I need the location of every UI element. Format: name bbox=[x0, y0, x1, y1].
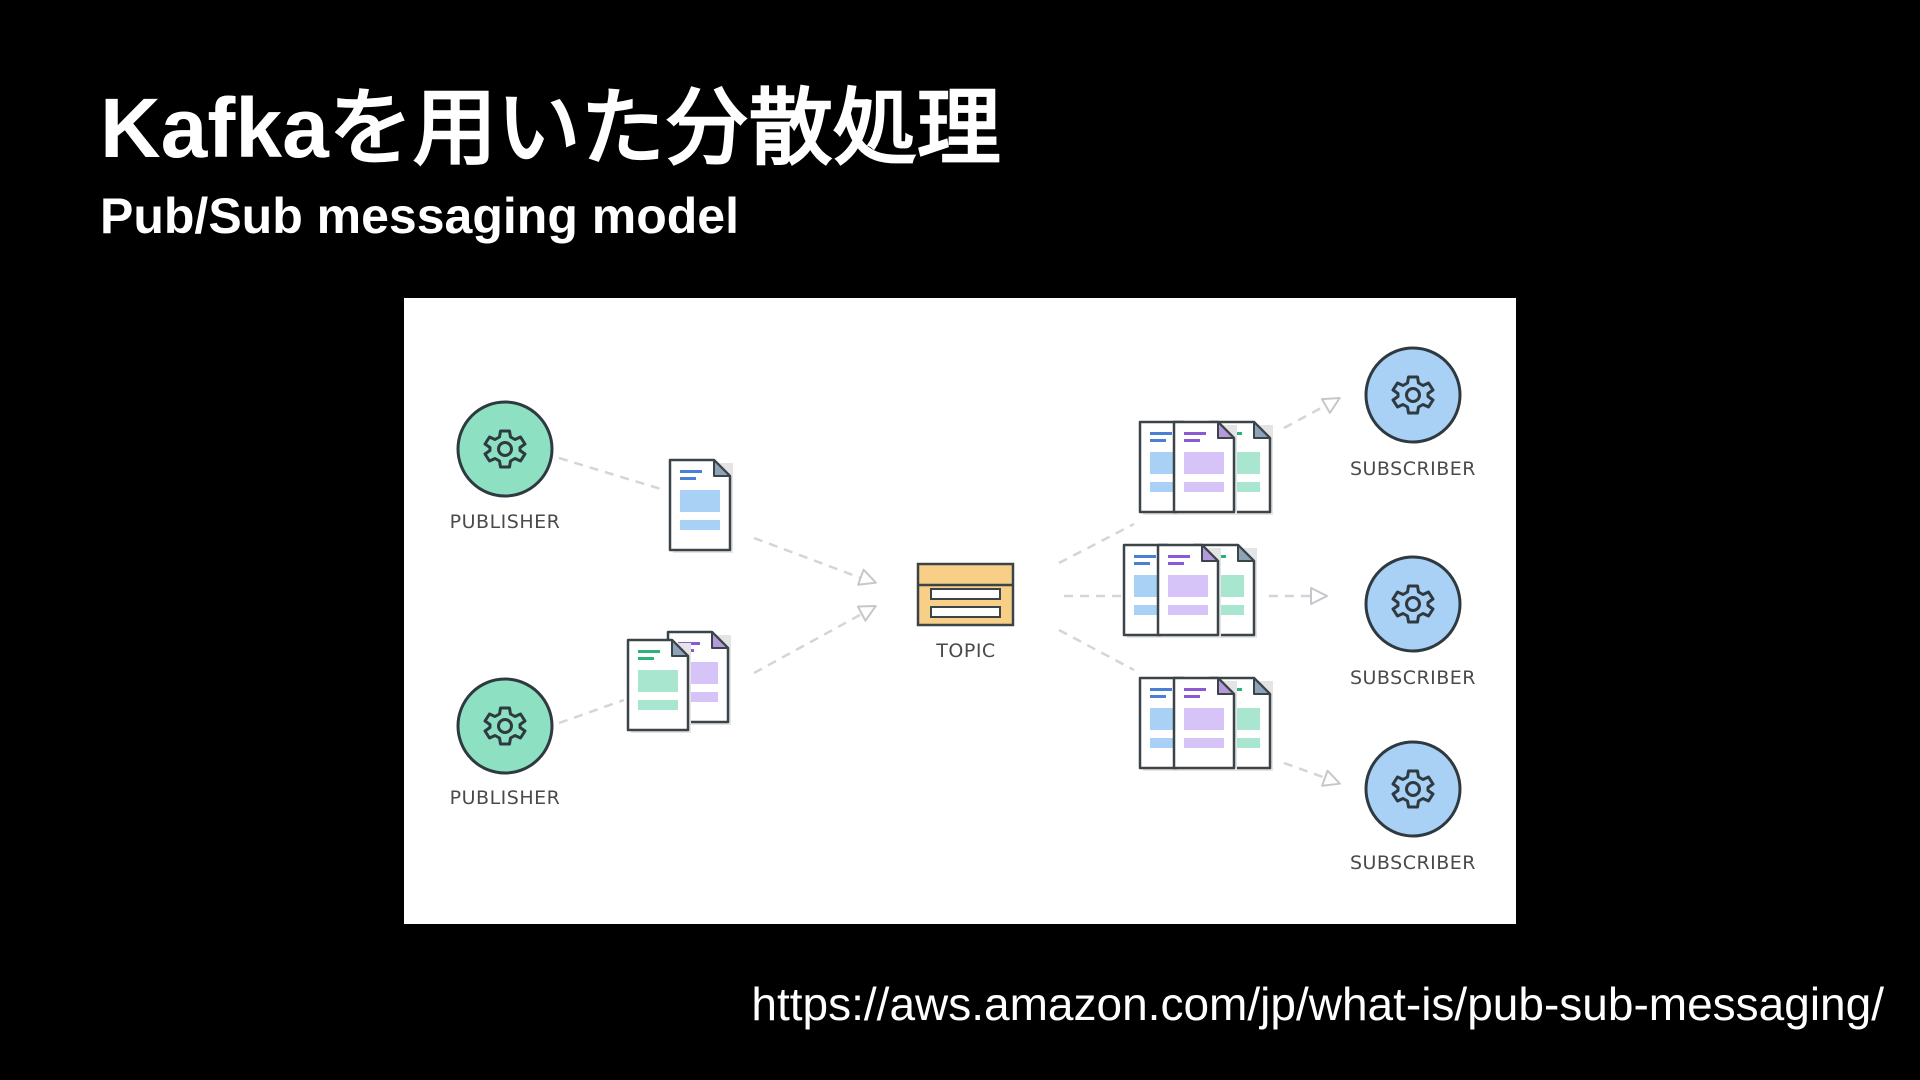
slide-subtitle: Pub/Sub messaging model bbox=[100, 188, 739, 244]
message-pair bbox=[626, 630, 733, 735]
subscriber-label: SUBSCRIBER bbox=[1350, 667, 1476, 689]
message-blue bbox=[668, 458, 735, 555]
subscriber-node-2: SUBSCRIBER bbox=[1350, 555, 1476, 689]
connector-lines bbox=[558, 399, 1335, 783]
publisher-node-1: PUBLISHER bbox=[450, 400, 561, 533]
subscriber-node-1: SUBSCRIBER bbox=[1350, 346, 1476, 480]
slide-title: Kafkaを用いた分散処理 bbox=[100, 81, 1001, 175]
message-stack-1 bbox=[1140, 422, 1273, 515]
message-stack-3 bbox=[1140, 678, 1273, 771]
message-stack-2 bbox=[1124, 545, 1257, 638]
subscriber-label: SUBSCRIBER bbox=[1350, 458, 1476, 480]
topic-node: TOPIC bbox=[916, 562, 1015, 662]
topic-label: TOPIC bbox=[935, 640, 995, 662]
subscriber-label: SUBSCRIBER bbox=[1350, 852, 1476, 874]
publisher-node-2: PUBLISHER bbox=[450, 677, 561, 809]
publisher-label: PUBLISHER bbox=[450, 511, 561, 533]
publisher-label: PUBLISHER bbox=[450, 787, 561, 809]
source-url: https://aws.amazon.com/jp/what-is/pub-su… bbox=[751, 978, 1884, 1030]
subscriber-node-3: SUBSCRIBER bbox=[1350, 740, 1476, 874]
pubsub-diagram: PUBLISHER PUBLISHER TOPIC bbox=[404, 298, 1516, 924]
